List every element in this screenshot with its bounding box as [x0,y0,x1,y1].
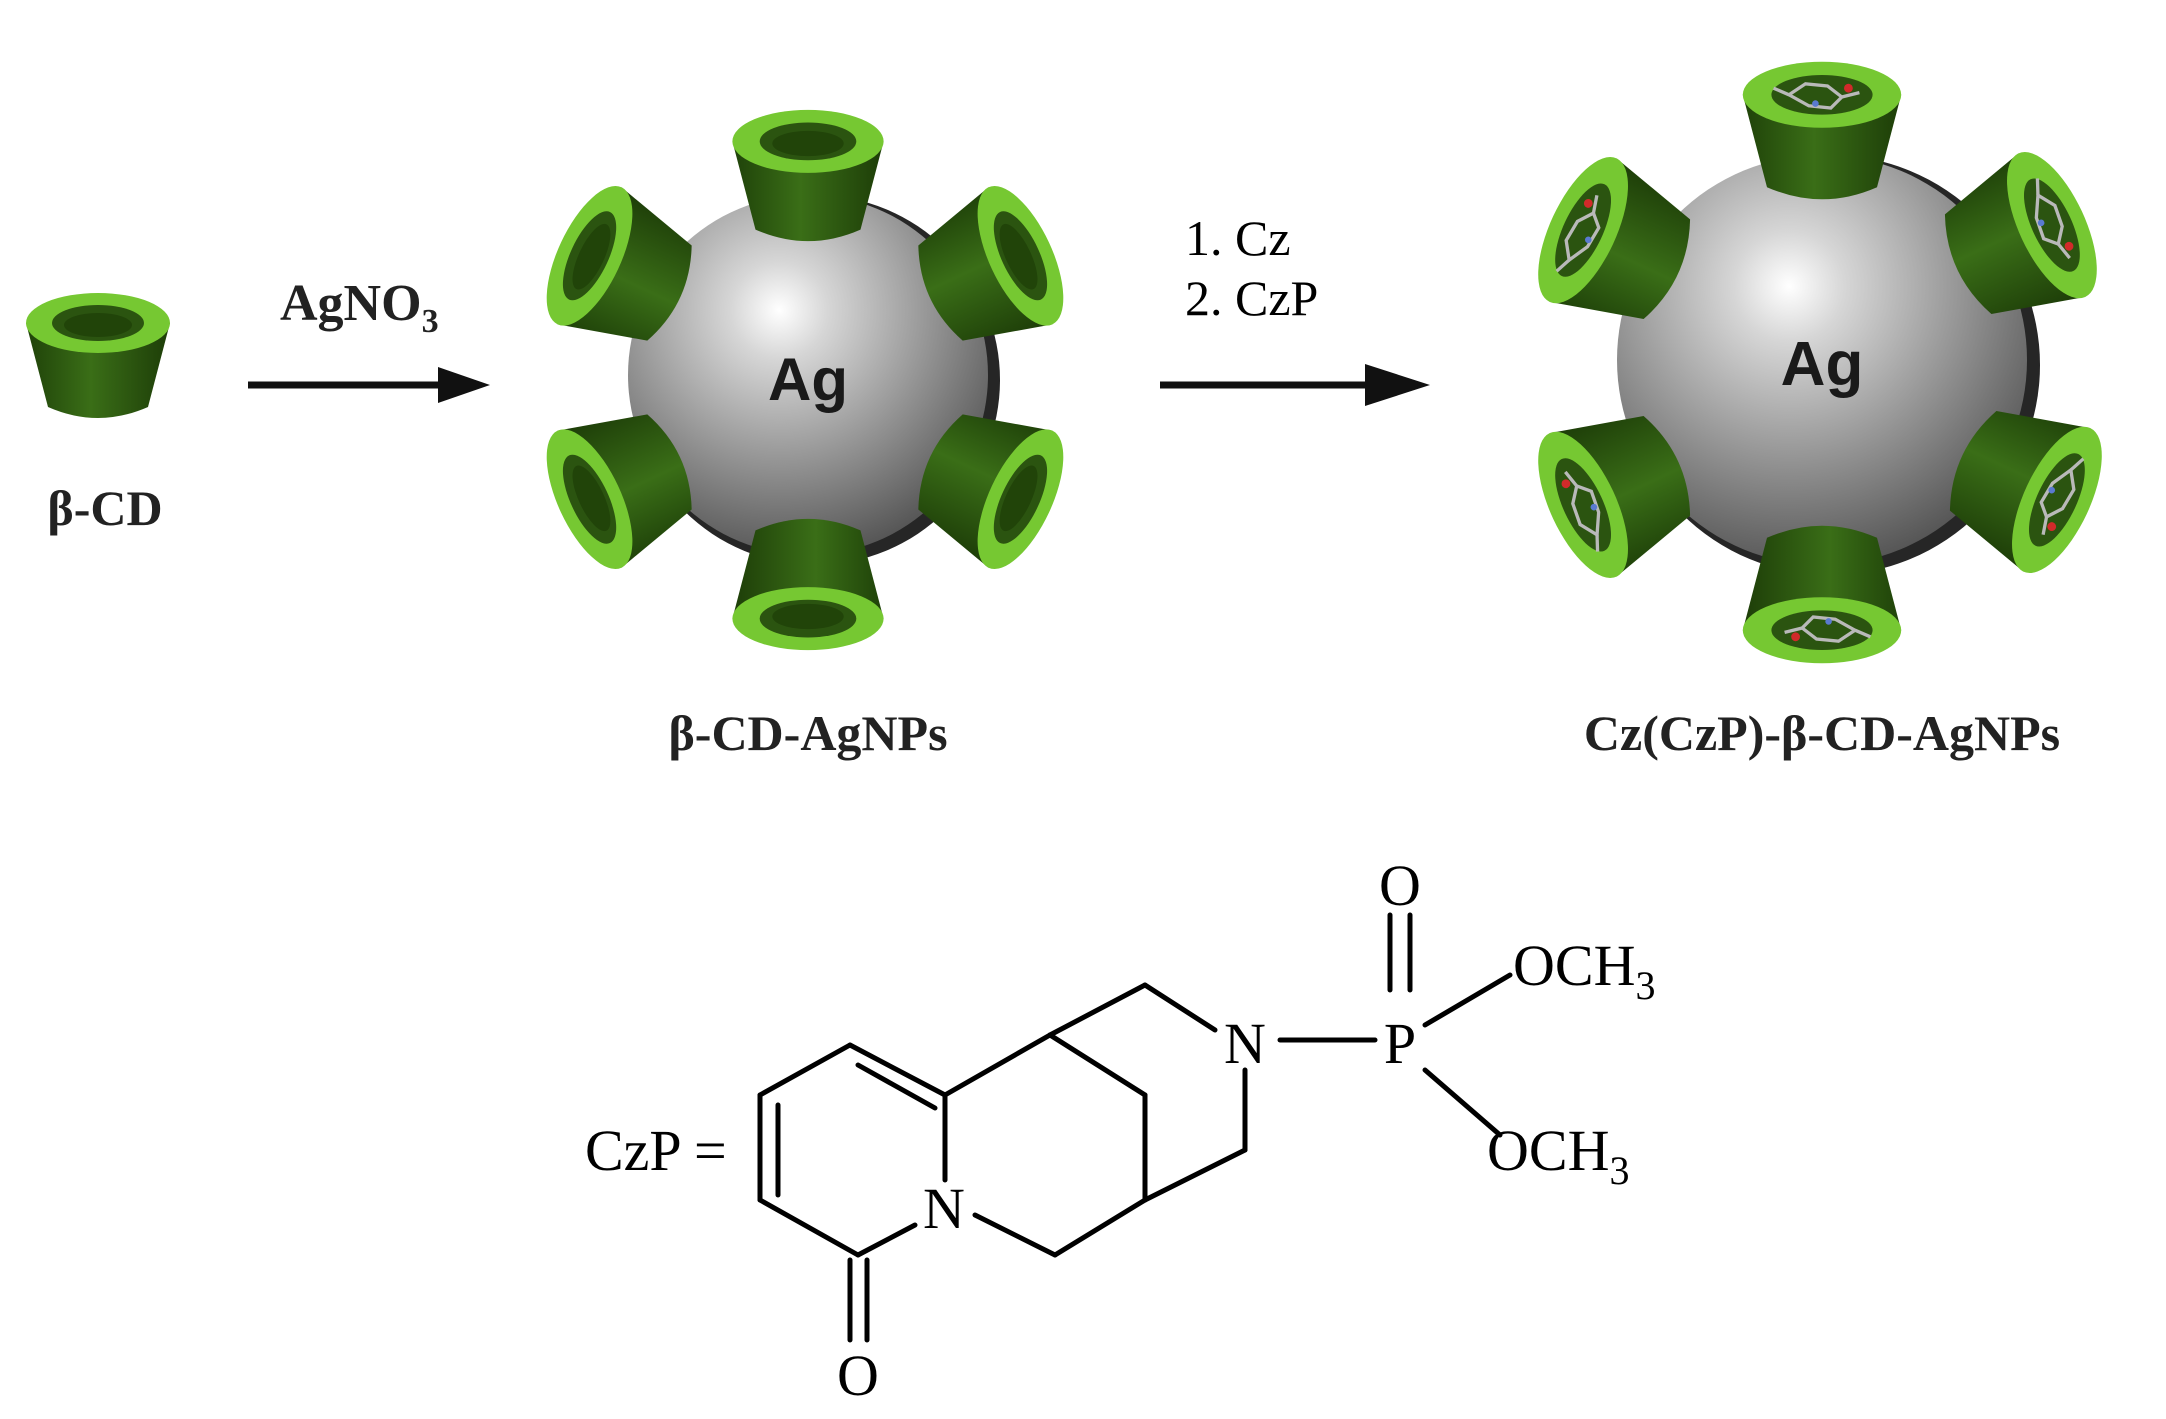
czp-structure: CzP = N O N P O OCH3 OCH3 [585,853,1655,1408]
np1-core-label: Ag [768,346,848,413]
methoxy-2-label: OCH3 [1487,1118,1629,1193]
phosphorus-label: P [1384,1011,1416,1076]
bridge-nitrogen-label: N [1224,1011,1266,1076]
beta-cd-cup-icon [26,293,170,418]
phosphoryl-oxygen-label: O [1379,853,1421,918]
arrow-1 [248,367,490,403]
arrow-2 [1160,364,1430,406]
carbonyl-oxygen-label: O [837,1343,879,1408]
cz-czp-agnp-particle [1518,60,2122,665]
step-1-label: 1. Cz [1185,210,1291,266]
beta-cd-label: β-CD [47,480,162,536]
beta-cd-agnp-particle [529,109,1081,651]
ring-nitrogen-label: N [923,1176,965,1241]
step-2-label: 2. CzP [1185,270,1318,326]
np2-core-label: Ag [1781,330,1864,399]
methoxy-1-label: OCH3 [1513,933,1655,1008]
np2-label: Cz(CzP)-β-CD-AgNPs [1584,705,2060,761]
np1-label: β-CD-AgNPs [668,705,947,761]
czp-name-label: CzP = [585,1118,727,1183]
reagent-agno3: AgNO3 [280,275,439,340]
